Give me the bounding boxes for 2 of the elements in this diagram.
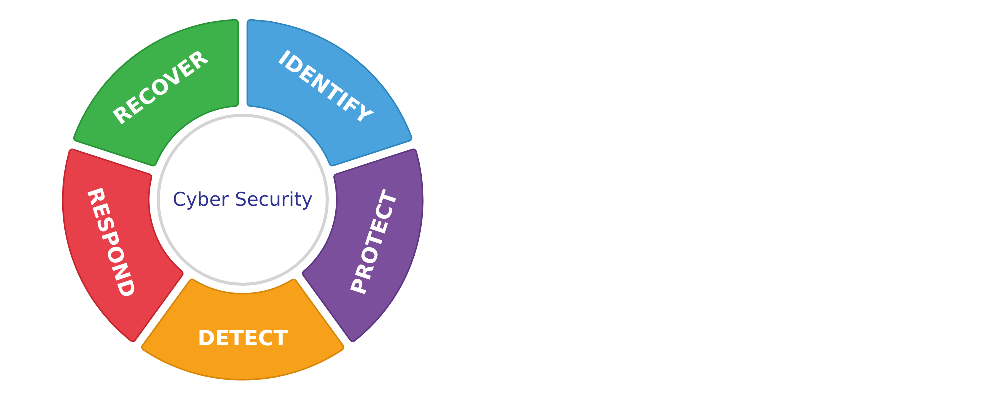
segment-label: DETECT <box>198 328 288 350</box>
center-title: Cyber Security <box>172 189 314 211</box>
